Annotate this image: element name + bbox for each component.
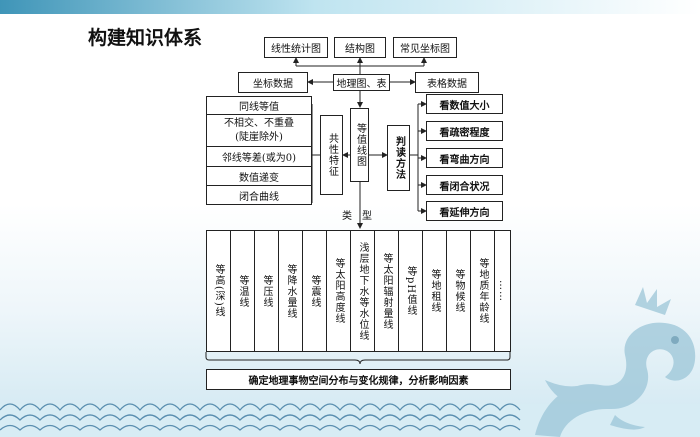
table-data-box: 表格数据 (415, 72, 479, 93)
type-label: 等pH值线 (405, 265, 416, 317)
reading-methods-box: 判读方法 (387, 125, 410, 191)
type-item: 等地租线 (423, 231, 447, 351)
method-bend: 看弯曲方向 (426, 148, 503, 168)
center-box: 地理图、表 (333, 74, 390, 91)
page-title: 构建知识体系 (88, 27, 203, 49)
coordinate-data-box: 坐标数据 (238, 72, 308, 93)
feature-gradual: 数值递变 (206, 166, 312, 186)
method-extension: 看延伸方向 (426, 201, 503, 221)
type-label: 浅层地下水等水位线 (357, 241, 368, 341)
dragon-decoration (535, 287, 696, 437)
method-value: 看数值大小 (426, 94, 503, 114)
type-item: 等高(深)线 (207, 231, 231, 351)
type-label: 等降水量线 (285, 263, 296, 319)
type-label: 等温线 (237, 274, 248, 308)
type-label: 等地质年龄线 (477, 258, 488, 324)
type-item: 等温线 (231, 231, 255, 351)
type-item: 等pH值线 (399, 231, 423, 351)
type-label: 等震线 (309, 274, 320, 308)
feature-closed-curve: 闭合曲线 (206, 185, 312, 205)
type-label: 等高(深)线 (213, 264, 224, 318)
type-label: 等物候线 (453, 269, 464, 313)
feature-no-cross: 不相交、不重叠 (陡崖除外) (206, 114, 312, 147)
type-item: 等降水量线 (279, 231, 303, 351)
coordinate-chart-box: 常见坐标图 (393, 37, 457, 58)
type-item: 等地质年龄线 (471, 231, 495, 351)
type-label: …… (497, 280, 508, 302)
method-density: 看疏密程度 (426, 121, 503, 141)
type-item: …… (495, 231, 510, 351)
type-item: 等太阳高度线 (327, 231, 351, 351)
types-label: 类 型 (342, 211, 372, 222)
type-label: 等压线 (261, 274, 272, 308)
feature-equal-diff: 邻线等差(或为0) (206, 146, 312, 167)
top-banner (0, 0, 700, 14)
method-closure: 看闭合状况 (426, 175, 503, 195)
type-item: 等压线 (255, 231, 279, 351)
type-label: 等地租线 (429, 269, 440, 313)
type-label: 等太阳辐射量线 (381, 252, 392, 330)
shared-features-box: 共性特征 (320, 115, 343, 195)
structure-chart-box: 结构图 (334, 37, 386, 58)
conclusion-box: 确定地理事物空间分布与变化规律，分析影响因素 (206, 369, 511, 390)
type-item: 浅层地下水等水位线 (351, 231, 375, 351)
type-item: 等物候线 (447, 231, 471, 351)
type-item: 等太阳辐射量线 (375, 231, 399, 351)
type-item: 等震线 (303, 231, 327, 351)
isoline-map-box: 等值线图 (350, 108, 369, 182)
feature-same-value: 同线等值 (206, 96, 312, 115)
type-label: 等太阳高度线 (333, 258, 344, 324)
linear-chart-box: 线性统计图 (264, 37, 328, 58)
types-grid: 等高(深)线 等温线 等压线 等降水量线 等震线 等太阳高度线 浅层地下水等水位线 等太阳辐射… (206, 230, 511, 352)
